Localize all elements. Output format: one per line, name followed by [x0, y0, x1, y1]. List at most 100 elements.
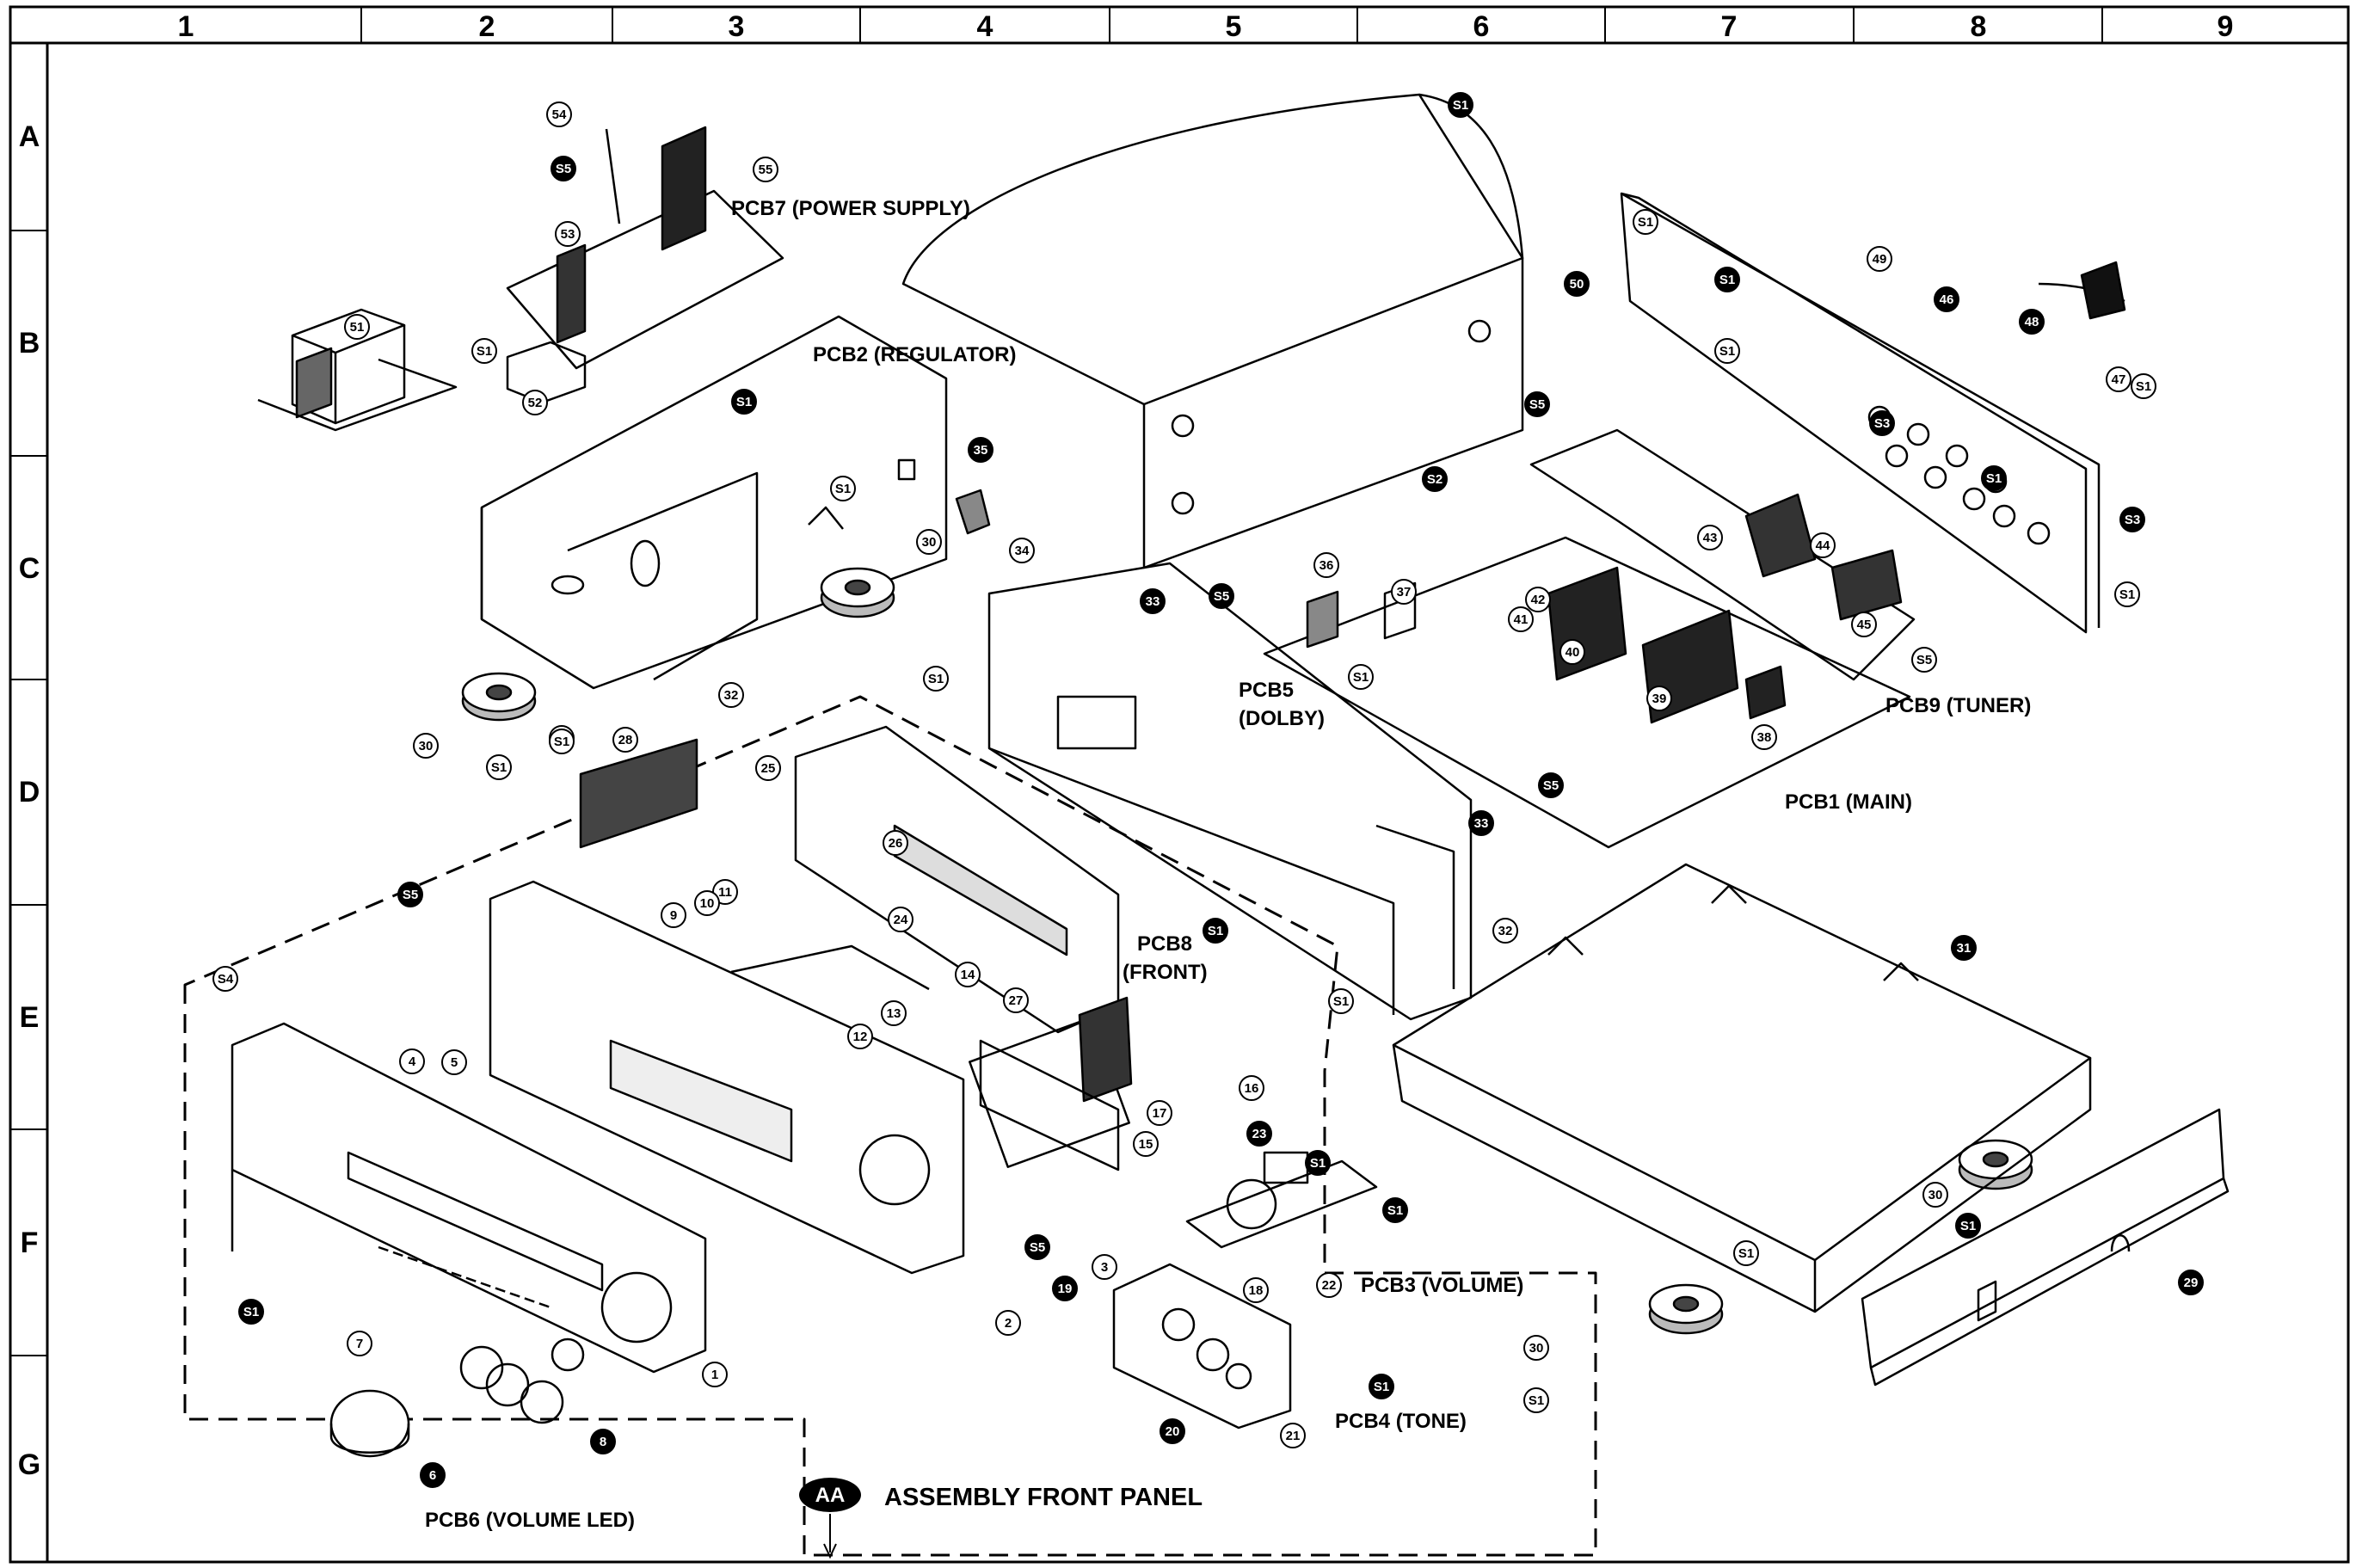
callout-text: S1 [491, 760, 507, 775]
callout-text: 55 [759, 163, 773, 177]
callout-text: 32 [1498, 924, 1513, 938]
callout-s1-17: S1 [549, 729, 575, 754]
callout-33-46: 33 [1140, 588, 1166, 614]
callout-s5-55: S5 [397, 882, 423, 907]
callout-circle [1981, 465, 2007, 491]
callout-text: 23 [1252, 1127, 1267, 1141]
callout-text: S5 [1543, 778, 1559, 793]
callout-text: 8 [600, 1435, 606, 1449]
callout-text: 16 [1245, 1081, 1259, 1096]
part-34-bracket [955, 489, 991, 535]
callout-text: S5 [403, 888, 418, 902]
callout-s1-21: S1 [1714, 267, 1740, 292]
callout-circle [546, 101, 572, 127]
callout-circle [1391, 579, 1417, 605]
callout-text: S1 [1310, 1156, 1326, 1171]
callout-text: 53 [561, 227, 575, 242]
callout-17-66: 17 [1147, 1100, 1172, 1126]
callout-53-4: 53 [555, 221, 581, 247]
callout-19-79: 19 [1052, 1276, 1078, 1301]
callout-text: S1 [477, 344, 492, 359]
callout-15-67: 15 [1133, 1131, 1159, 1157]
pcb2-regulator-chassis [480, 315, 948, 690]
callout-circle [1911, 647, 1937, 673]
callout-text: 30 [419, 739, 434, 753]
callout-24-59: 24 [888, 907, 913, 932]
callout-text: 2 [1005, 1316, 1012, 1331]
callout-text: 54 [552, 108, 567, 122]
callout-circle [1328, 988, 1354, 1014]
callout-text: S1 [1638, 215, 1653, 230]
grid-row-labels: A B C D E F G [18, 120, 40, 1481]
callout-12-64: 12 [847, 1024, 873, 1049]
callout-circle [1869, 410, 1895, 436]
callout-50-18: 50 [1564, 271, 1590, 297]
callout-8-87: 8 [590, 1429, 616, 1454]
callout-14-60: 14 [955, 962, 981, 987]
callout-s1-72: S1 [1305, 1150, 1331, 1176]
callout-37-38: 37 [1391, 579, 1417, 605]
callout-text: S3 [2125, 513, 2140, 527]
callout-circle [486, 754, 512, 780]
callout-text: S1 [736, 395, 752, 409]
callout-text: S1 [2136, 379, 2151, 394]
callout-circle [551, 156, 576, 181]
callout-30-90: 30 [1922, 1182, 1948, 1208]
callout-circle [1313, 552, 1339, 578]
callout-text: S1 [1353, 670, 1369, 685]
callout-text: 17 [1153, 1106, 1167, 1121]
callout-32-50: 32 [1492, 918, 1518, 944]
callout-circle [549, 729, 575, 754]
callout-55-2: 55 [753, 157, 778, 182]
callout-circle [1492, 918, 1518, 944]
callout-circle [1646, 686, 1672, 711]
callout-circle [1140, 588, 1166, 614]
pcb9-board [1529, 428, 1916, 681]
callout-circle [212, 966, 238, 992]
callout-circle [1009, 538, 1035, 563]
grid-row-e: E [20, 1001, 40, 1034]
foot-part-30-b [820, 567, 895, 618]
callout-text: 9 [670, 908, 677, 923]
callout-text: 31 [1957, 941, 1972, 956]
callout-33-49: 33 [1468, 810, 1494, 836]
callout-s1-22: S1 [1714, 338, 1740, 364]
callout-6-86: 6 [420, 1462, 446, 1488]
callout-circle [612, 727, 638, 753]
callout-s1-6: S1 [471, 338, 497, 364]
callout-s3-28: S3 [1869, 410, 1895, 436]
grid-row-c: C [19, 552, 40, 585]
grid-row-b: B [19, 327, 40, 360]
callout-text: 45 [1857, 618, 1872, 632]
callout-52-7: 52 [522, 390, 548, 415]
callout-circle [1523, 1335, 1549, 1361]
callout-s1-29: S1 [1981, 465, 2007, 491]
callout-circle [1922, 1182, 1948, 1208]
callout-circle [1559, 639, 1585, 665]
label-pcb3-volume: PCB3 (VOLUME) [1361, 1274, 1523, 1297]
callout-circle [1243, 1277, 1269, 1303]
callout-circle [1525, 587, 1551, 612]
callout-25-53: 25 [755, 755, 781, 781]
callout-circle [1147, 1100, 1172, 1126]
callout-text: 52 [528, 396, 543, 410]
callout-text: 24 [894, 913, 908, 927]
label-pcb8: PCB8 [1137, 932, 1192, 956]
callout-text: 25 [761, 761, 776, 776]
callout-circle [661, 902, 686, 928]
callout-circle [1714, 338, 1740, 364]
callout-text: S1 [1374, 1380, 1389, 1394]
assembly-aa-badge-text: AA [815, 1484, 846, 1507]
callout-text: 38 [1757, 730, 1772, 745]
callout-circle [1714, 267, 1740, 292]
callout-text: 48 [2025, 315, 2039, 329]
part-callouts: S15455S55351S152S135S13430S13230S1S150S2… [212, 92, 2204, 1488]
label-pcb1-main: PCB1 (MAIN) [1785, 790, 1912, 814]
callout-text: 46 [1940, 292, 1954, 307]
callout-s5-39: S5 [1209, 583, 1234, 609]
callout-39-44: 39 [1646, 686, 1672, 711]
callout-circle [753, 157, 778, 182]
callout-circle [1348, 664, 1374, 690]
callout-circle [399, 1048, 425, 1074]
board-labels: PCB7 (POWER SUPPLY) PCB2 (REGULATOR) PCB… [425, 197, 2031, 1559]
